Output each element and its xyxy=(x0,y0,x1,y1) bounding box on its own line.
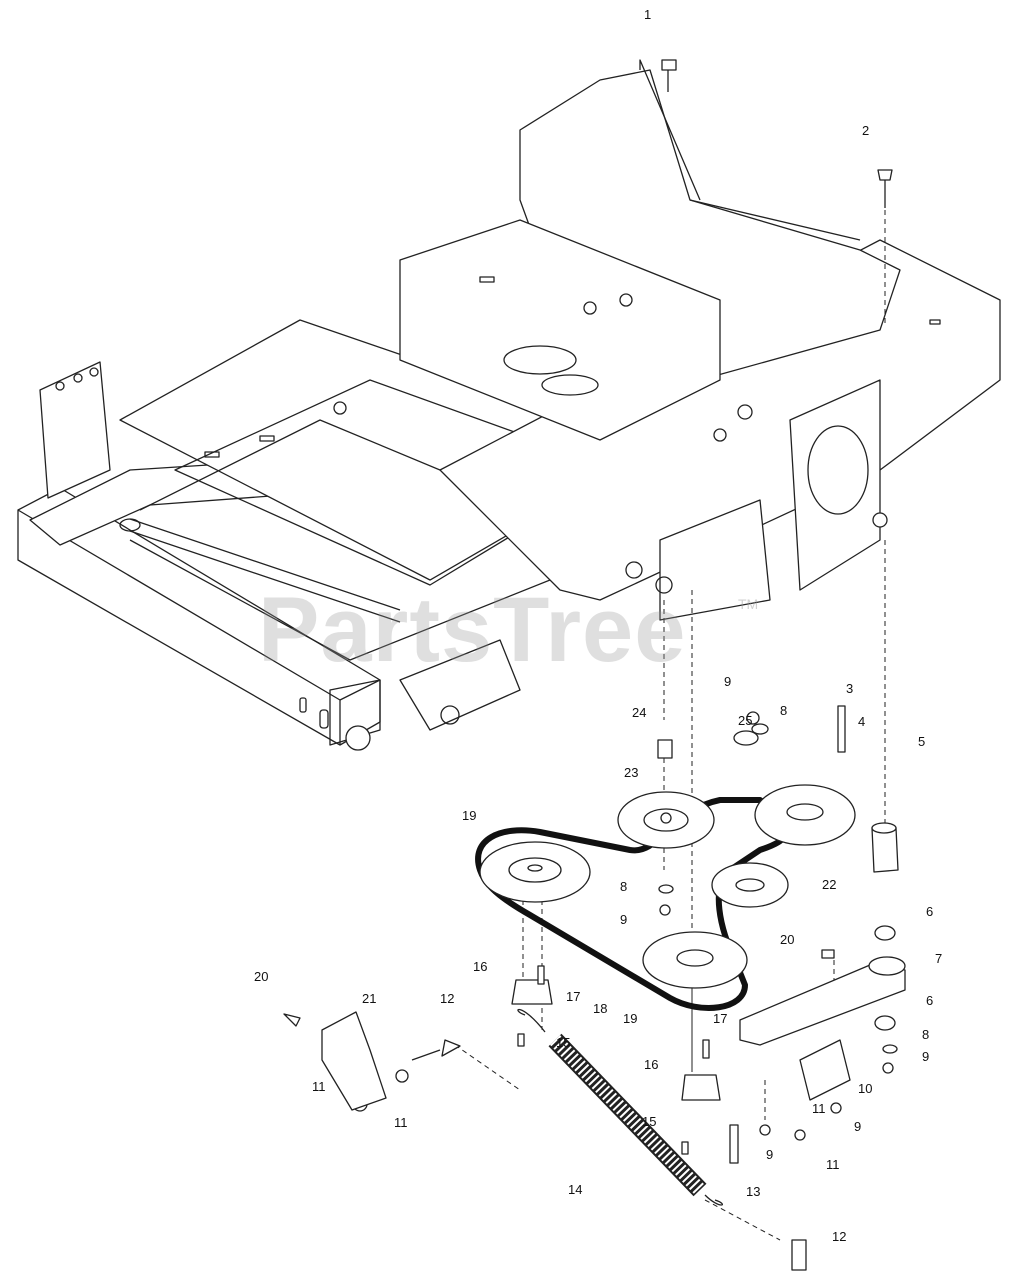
callout-14: 14 xyxy=(568,1182,583,1197)
callout-6a: 6 xyxy=(926,904,934,919)
callout-9b: 9 xyxy=(620,912,628,927)
partstree-watermark: PartsTree xyxy=(258,579,687,681)
callout-25: 25 xyxy=(738,713,753,728)
callout-19a: 19 xyxy=(462,808,477,823)
callout-20a: 20 xyxy=(254,969,269,984)
callout-4: 4 xyxy=(858,714,866,729)
callout-5: 5 xyxy=(918,734,926,749)
callout-9d: 9 xyxy=(854,1119,862,1134)
callout-9c: 9 xyxy=(922,1049,930,1064)
hardware xyxy=(283,59,906,1271)
callout-22: 22 xyxy=(822,877,837,892)
callout-8a: 8 xyxy=(780,703,788,718)
callout-2: 2 xyxy=(862,123,870,138)
callout-11a: 11 xyxy=(312,1079,326,1094)
callout-18: 18 xyxy=(593,1001,608,1016)
callout-9e: 9 xyxy=(766,1147,774,1162)
callout-13: 13 xyxy=(746,1184,761,1199)
callout-17b: 17 xyxy=(713,1011,728,1026)
callout-17a: 17 xyxy=(566,989,581,1004)
callout-6b: 6 xyxy=(926,993,934,1008)
callout-15a: 15 xyxy=(556,1035,571,1050)
mower-frame xyxy=(17,59,1001,751)
callout-7: 7 xyxy=(935,951,943,966)
callout-16b: 16 xyxy=(644,1057,659,1072)
trademark-mark: TM xyxy=(738,596,759,612)
callout-16a: 16 xyxy=(473,959,488,974)
callout-8b: 8 xyxy=(620,879,628,894)
callout-11c: 11 xyxy=(812,1101,826,1116)
callout-11b: 11 xyxy=(394,1115,408,1130)
callout-10: 10 xyxy=(858,1081,873,1096)
callout-12b: 12 xyxy=(832,1229,847,1244)
callout-8c: 8 xyxy=(922,1027,930,1042)
callout-9a: 9 xyxy=(724,674,732,689)
pulleys xyxy=(479,784,856,989)
callout-3: 3 xyxy=(846,681,854,696)
callout-12a: 12 xyxy=(440,991,455,1006)
callout-15b: 15 xyxy=(642,1114,657,1129)
callout-11d: 11 xyxy=(826,1157,840,1172)
callout-1: 1 xyxy=(644,7,652,22)
drive-belt xyxy=(475,797,790,1011)
callout-23: 23 xyxy=(624,765,639,780)
callout-21: 21 xyxy=(362,991,377,1006)
callout-20b: 20 xyxy=(780,932,795,947)
callout-24: 24 xyxy=(632,705,647,720)
callout-19b: 19 xyxy=(623,1011,638,1026)
